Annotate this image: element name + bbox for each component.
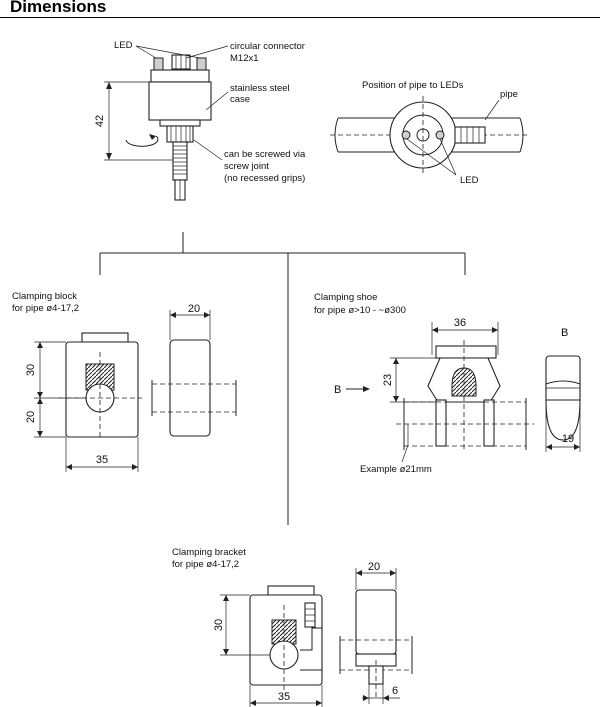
- shoe-dim-height: 23: [382, 374, 394, 386]
- clamping-block-drawing: Clamping block for pipe ø4-17,2 30 20 35…: [12, 291, 237, 472]
- sensor-led-label: LED: [114, 40, 133, 51]
- clamping-shoe-title-2: for pipe ø>10 - ~ø300: [314, 305, 406, 316]
- block-side: [169, 339, 211, 437]
- pipe-led-label: LED: [460, 175, 479, 186]
- bracket-dim-width: 35: [278, 691, 290, 703]
- section-title: Dimensions: [10, 0, 107, 16]
- screw-label-2: screw joint: [224, 161, 269, 172]
- bracket-dim-slot: 6: [392, 685, 398, 697]
- connector-label-2: M12x1: [230, 53, 259, 64]
- connector-label-1: circular connector: [230, 41, 305, 52]
- led-right-icon: [196, 57, 207, 71]
- connector-tree: [99, 232, 466, 525]
- block-dim-side: 20: [188, 303, 200, 315]
- case-label-2: case: [230, 94, 250, 105]
- clamping-block-title-1: Clamping block: [12, 291, 77, 302]
- clamping-shoe-drawing: Clamping shoe for pipe ø>10 - ~ø300 36 2…: [314, 292, 581, 475]
- screw-label-1: can be screwed via: [224, 149, 306, 160]
- block-dim-top: 30: [25, 364, 37, 376]
- pipe-label: pipe: [500, 89, 518, 100]
- case-body: [148, 81, 212, 121]
- bracket-arm: [300, 627, 323, 671]
- led-left-icon: [153, 57, 164, 71]
- section-header: Dimensions: [0, 0, 600, 18]
- pipe-position-drawing: Position of pipe to LEDs pipe LED: [330, 80, 528, 186]
- bracket-side: [355, 589, 397, 655]
- clamping-bracket-drawing: Clamping bracket for pipe ø4-17,2 30 35 …: [172, 547, 413, 707]
- shoe-dim-side: 19: [562, 433, 574, 445]
- clamping-shoe-title-1: Clamping shoe: [314, 292, 377, 303]
- case-top: [150, 69, 210, 83]
- sensor-top-view: [389, 101, 457, 169]
- block-dim-bottom: 20: [25, 411, 37, 423]
- clamping-block-title-2: for pipe ø4-17,2: [12, 303, 79, 314]
- rotation-arrow-icon: [125, 135, 159, 147]
- bracket-dim-height: 30: [213, 619, 225, 631]
- screw-label-3: (no recessed grips): [224, 173, 305, 184]
- clamping-bracket-title-1: Clamping bracket: [172, 547, 246, 558]
- block-dim-width: 35: [96, 454, 108, 466]
- shoe-arrow-label: B: [334, 384, 341, 396]
- pipe-position-title: Position of pipe to LEDs: [362, 80, 464, 91]
- shoe-dim-width: 36: [454, 317, 466, 329]
- shoe-example-label: Example ø21mm: [360, 464, 432, 475]
- clamping-bracket-title-2: for pipe ø4-17,2: [172, 559, 239, 570]
- shoe-view-label: B: [561, 327, 568, 339]
- sensor-drawing: 42 LED circular connector M12x1 stainles…: [94, 40, 306, 201]
- sensor-height-dim: 42: [94, 115, 106, 127]
- case-label-1: stainless steel: [230, 83, 290, 94]
- bracket-dim-side: 20: [368, 561, 380, 573]
